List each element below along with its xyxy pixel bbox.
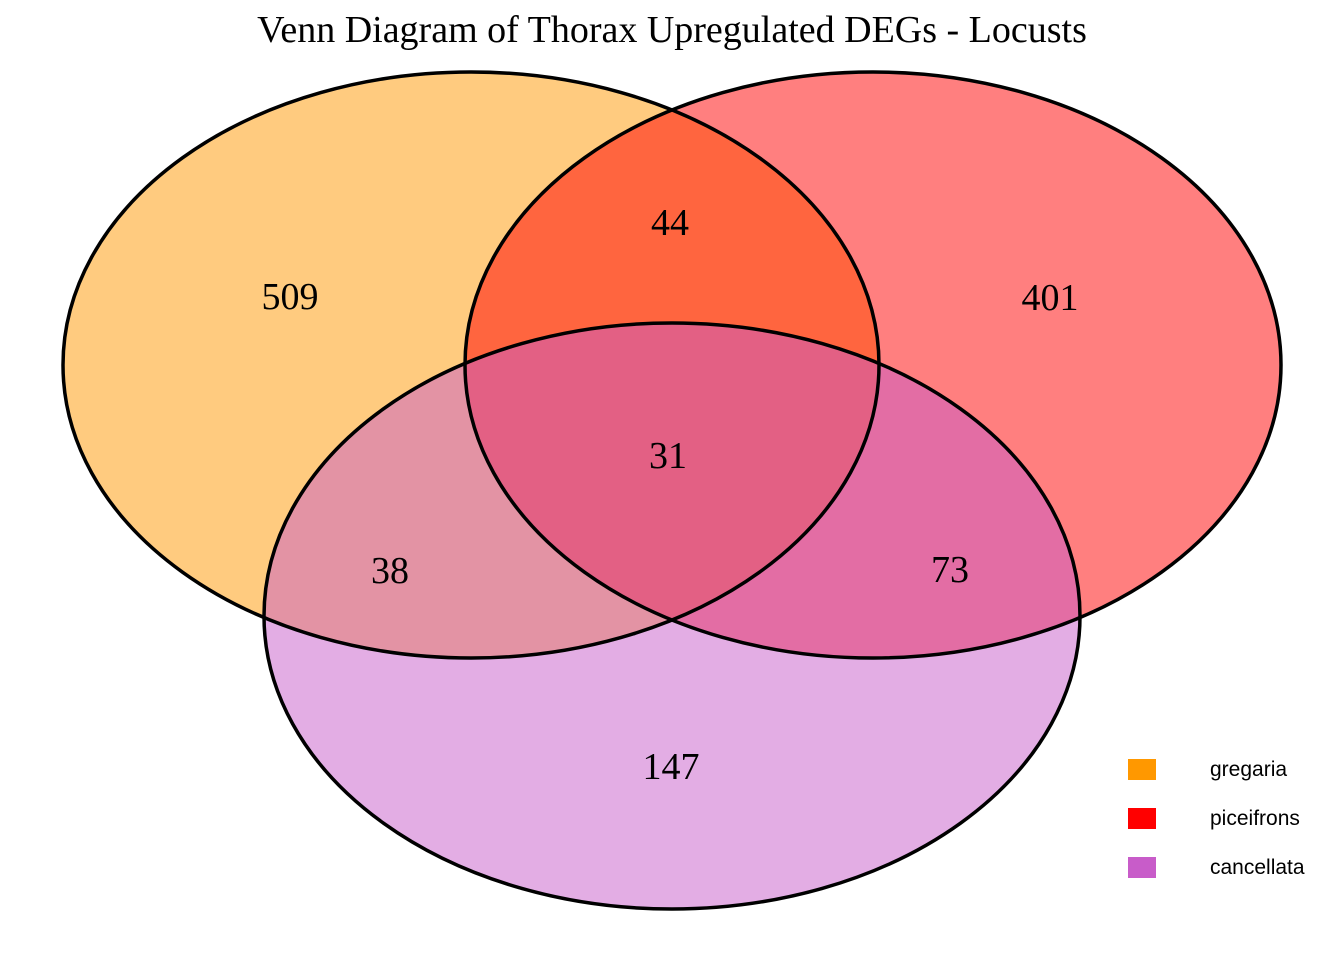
legend-label-cancellata: cancellata [1210,855,1305,879]
legend-label-gregaria: gregaria [1210,757,1288,781]
venn-ellipse-outline-cancellata [262,321,1082,911]
gregaria-color-swatch-rect [1128,759,1156,780]
legend-label-piceifrons: piceifrons [1210,806,1300,830]
region-count-gregaria-only: 509 [261,276,319,318]
legend-item-piceifrons: piceifrons [1128,794,1305,843]
piceifrons-color-swatch [1128,808,1156,829]
region-count-piceifrons-only: 401 [1021,277,1079,319]
region-count-all-three: 31 [649,435,687,477]
legend-item-gregaria: gregaria [1128,745,1305,794]
venn-ellipse-fill-cancellata [264,323,1080,909]
gregaria-color-swatch [1128,759,1156,780]
figure-title: Venn Diagram of Thorax Upregulated DEGs … [257,9,1087,51]
region-count-cancellata-only: 147 [642,746,700,788]
region-count-gregaria-cancellata: 38 [371,550,409,592]
legend-item-cancellata: cancellata [1128,843,1305,892]
region-count-piceifrons-cancellata: 73 [931,549,969,591]
cancellata-color-swatch [1128,857,1156,878]
legend: gregaria piceifrons cancellata [1128,745,1305,892]
cancellata-color-swatch-rect [1128,857,1156,878]
piceifrons-color-swatch-rect [1128,808,1156,829]
region-count-gregaria-piceifrons: 44 [651,202,689,244]
